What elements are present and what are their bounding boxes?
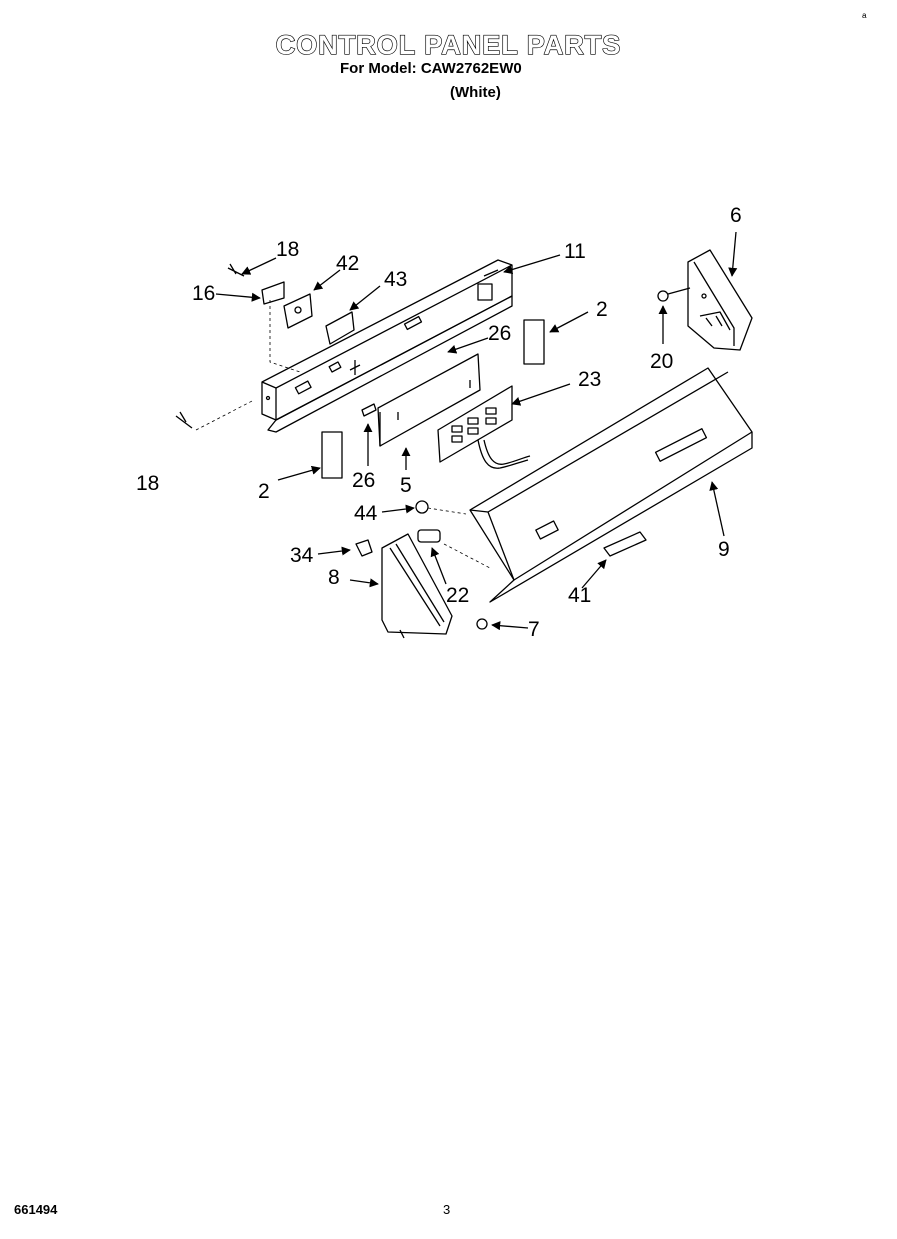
screw-7 — [476, 618, 488, 630]
lens-2-right — [523, 319, 545, 365]
control-overlay — [377, 353, 481, 447]
page-title: CONTROL PANEL PARTS — [275, 29, 622, 60]
callout-7: 7 — [528, 618, 540, 641]
knob-22 — [417, 529, 441, 543]
screw-20 — [657, 287, 691, 302]
lens-2-left — [321, 431, 343, 479]
screw-18-left — [175, 411, 193, 429]
model-label: For Model: CAW2762EW0 — [340, 60, 522, 77]
callout-41: 41 — [568, 584, 591, 607]
switch-42 — [283, 293, 313, 329]
washer-44 — [415, 500, 429, 514]
clip-34 — [355, 539, 373, 557]
callout-18-left: 18 — [136, 472, 159, 495]
corner-mark: ᵃ — [862, 10, 867, 24]
left-end-cap — [381, 533, 453, 639]
callout-11: 11 — [564, 240, 586, 263]
callout-26-top: 26 — [488, 322, 511, 345]
callout-20: 20 — [650, 350, 673, 373]
callout-26-bottom: 26 — [352, 469, 375, 492]
callout-18-top: 18 — [276, 238, 299, 261]
bracket-16 — [261, 281, 285, 305]
document-number: 661494 — [14, 1202, 58, 1217]
spring-26 — [361, 403, 377, 417]
callout-2-right: 2 — [596, 298, 608, 321]
callout-6: 6 — [730, 204, 742, 227]
callout-22: 22 — [446, 584, 469, 607]
control-panel-frame — [261, 259, 513, 433]
page-number: 3 — [443, 1202, 451, 1217]
callout-16: 16 — [192, 282, 215, 305]
touch-membrane — [437, 385, 531, 469]
screw-18-top — [227, 263, 245, 277]
callout-34: 34 — [290, 544, 314, 567]
callout-43: 43 — [384, 268, 407, 291]
callout-9: 9 — [718, 538, 730, 561]
color-label: (White) — [450, 84, 501, 101]
console-housing — [469, 367, 753, 603]
callout-8: 8 — [328, 566, 340, 589]
callout-2-left: 2 — [258, 480, 270, 503]
callout-5: 5 — [400, 474, 412, 497]
bracket-43 — [325, 311, 355, 345]
callout-23: 23 — [578, 368, 601, 391]
callout-44: 44 — [354, 502, 378, 525]
right-end-cap — [687, 249, 753, 351]
callout-42: 42 — [336, 252, 359, 275]
